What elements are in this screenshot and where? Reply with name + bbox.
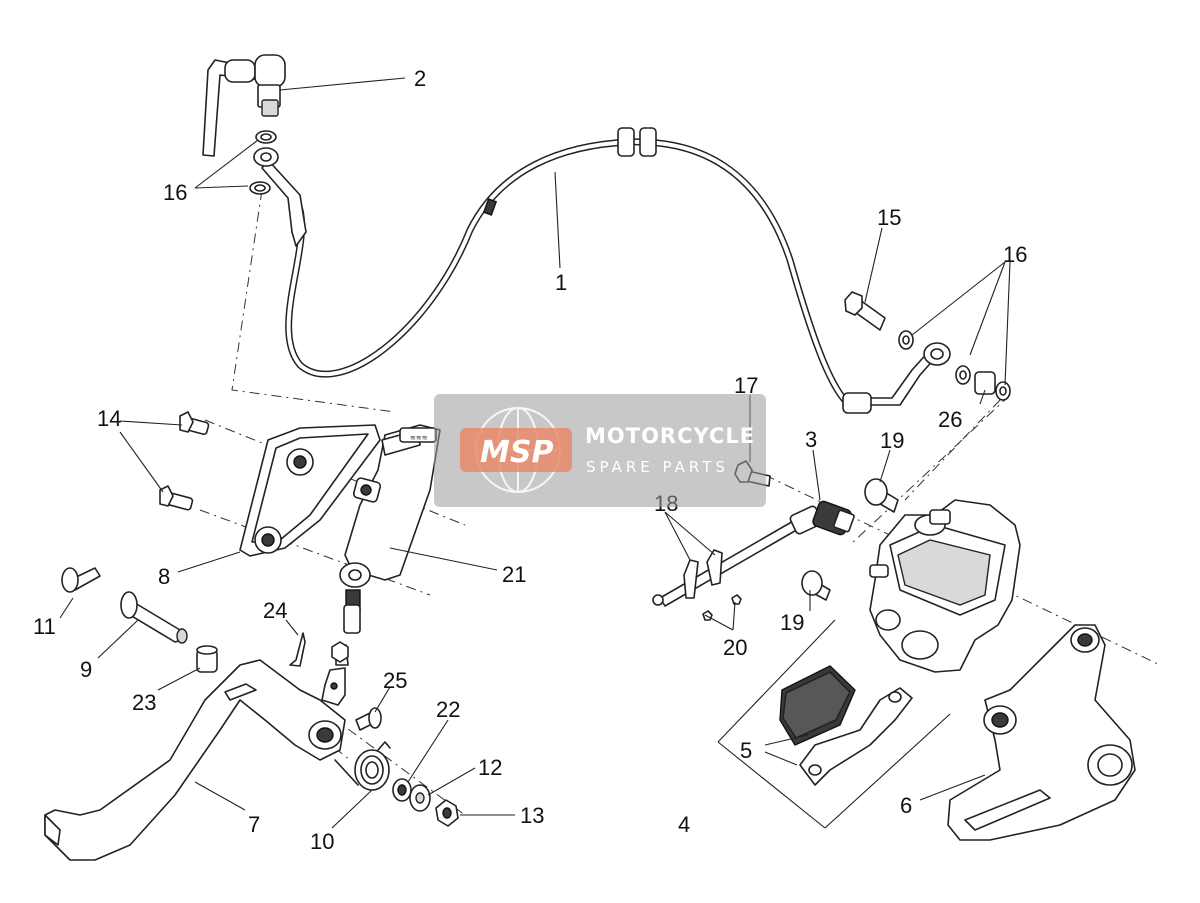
clip-screws (702, 594, 742, 621)
callout-22: 22 (436, 697, 460, 722)
hex-nut (435, 799, 459, 827)
callout-10: 10 (310, 829, 334, 854)
watermark-logo-badge (460, 428, 572, 472)
msp-watermark: MSP MOTORCYCLE SPARE PARTS (434, 394, 766, 507)
callout-17: 17 (734, 373, 758, 398)
clevis-pin (355, 707, 382, 731)
callout-2: 2 (414, 66, 426, 91)
callout-23: 23 (132, 690, 156, 715)
brake-caliper (869, 499, 1021, 673)
return-spring (334, 741, 391, 791)
svg-text:≋≋≋: ≋≋≋ (410, 435, 428, 442)
banjo-bolt (844, 291, 886, 331)
callout-19-upper: 19 (880, 428, 904, 453)
mounting-bolts (159, 411, 210, 511)
callout-3: 3 (805, 427, 817, 452)
brake-pads (779, 665, 913, 786)
pad-kit-outline (717, 619, 951, 829)
callout-14: 14 (97, 406, 121, 431)
callout-11: 11 (33, 614, 56, 639)
callout-5: 5 (740, 738, 752, 763)
cotter-pin (289, 632, 306, 667)
callout-24: 24 (263, 598, 287, 623)
watermark-subtitle: SPARE PARTS (586, 458, 729, 476)
pushrod-clevis (321, 641, 349, 706)
pivot-bolt (61, 567, 101, 593)
washer-large (409, 784, 431, 812)
callout-19-lower: 19 (780, 610, 804, 635)
spacer-bushing (974, 371, 996, 395)
callout-16-right: 16 (1003, 242, 1027, 267)
caliper-slide-pins (801, 478, 899, 601)
brake-light-switch (202, 54, 286, 157)
wire-clips (683, 549, 723, 599)
callout-25: 25 (383, 668, 407, 693)
brake-master-cylinder: ≋≋≋ (339, 424, 441, 634)
callout-26: 26 (938, 407, 962, 432)
sealing-washers-upper (249, 130, 277, 195)
caliper-bracket (947, 624, 1136, 841)
brake-hose (253, 127, 951, 414)
callout-8: 8 (158, 564, 170, 589)
bushing (196, 645, 218, 673)
callout-15: 15 (877, 205, 901, 230)
pedal-pivot-pin (120, 591, 188, 644)
callout-6: 6 (900, 793, 912, 818)
washer-small (392, 778, 412, 802)
callout-7: 7 (248, 812, 260, 837)
callout-20: 20 (723, 635, 747, 660)
watermark-title: MOTORCYCLE (585, 424, 755, 448)
heel-guard-plate (239, 424, 381, 557)
leader-lines (59, 77, 1011, 829)
sealing-washers-right (898, 330, 1011, 401)
callout-21: 21 (502, 562, 526, 587)
watermark-logo-text: MSP (480, 435, 553, 470)
brake-pedal (44, 659, 346, 861)
callout-9: 9 (80, 657, 92, 682)
callout-4: 4 (678, 812, 690, 837)
callout-1: 1 (555, 270, 567, 295)
callout-13: 13 (520, 803, 544, 828)
callout-12: 12 (478, 755, 502, 780)
callout-16-upper: 16 (163, 180, 187, 205)
